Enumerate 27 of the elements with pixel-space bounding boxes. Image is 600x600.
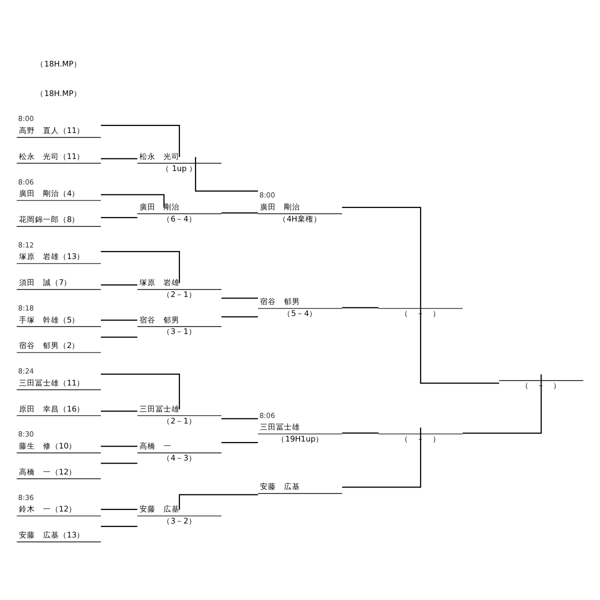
connector bbox=[100, 462, 138, 464]
connector bbox=[100, 508, 138, 510]
connector bbox=[100, 124, 180, 157]
connector bbox=[221, 212, 258, 214]
connector bbox=[100, 410, 138, 412]
connector bbox=[342, 206, 422, 302]
connector bbox=[100, 284, 138, 286]
connector bbox=[221, 316, 258, 318]
connector bbox=[100, 526, 138, 528]
connector bbox=[420, 302, 500, 384]
connector bbox=[178, 494, 258, 510]
connector bbox=[100, 217, 138, 218]
connector bbox=[342, 307, 379, 308]
connector bbox=[221, 418, 258, 420]
connector bbox=[100, 374, 180, 410]
connector bbox=[194, 156, 258, 192]
connector bbox=[462, 374, 542, 434]
connector bbox=[100, 446, 138, 447]
connector bbox=[100, 320, 138, 321]
connector bbox=[221, 298, 258, 299]
connector bbox=[100, 251, 180, 284]
connector bbox=[100, 158, 138, 160]
connector bbox=[221, 442, 258, 444]
connector bbox=[100, 336, 138, 338]
connector bbox=[100, 194, 165, 208]
connector bbox=[342, 428, 422, 488]
connector bbox=[342, 432, 379, 434]
